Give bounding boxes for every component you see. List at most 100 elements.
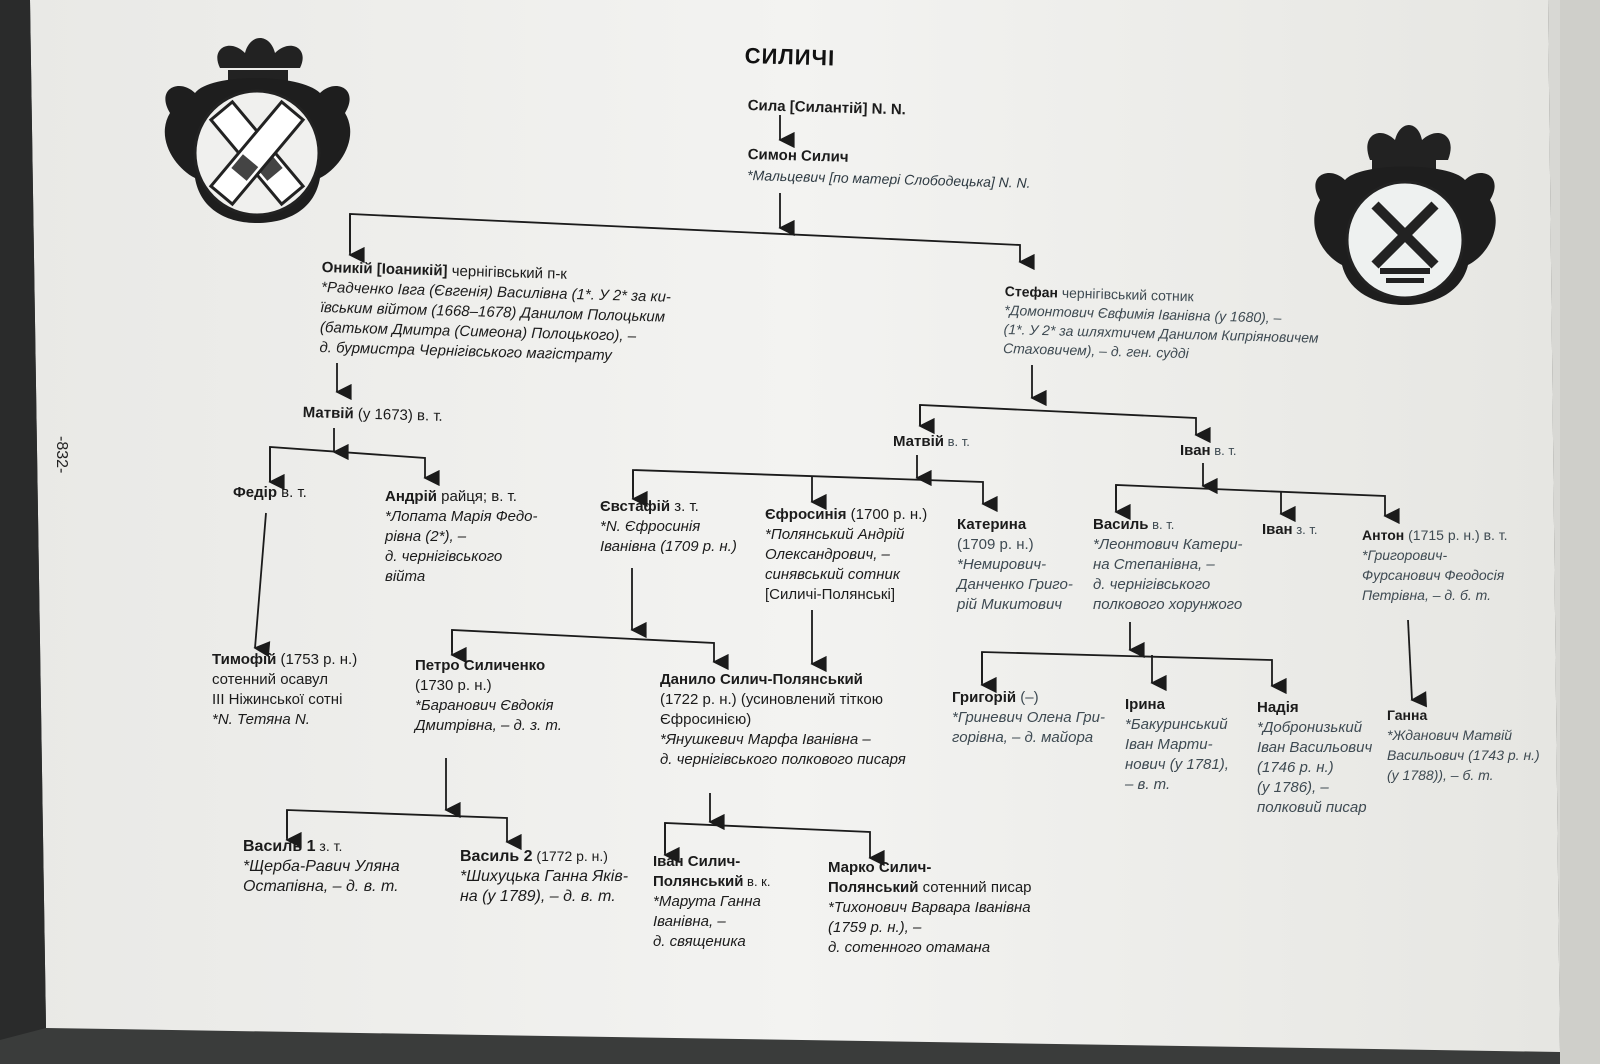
person-name: Ірина <box>1125 696 1165 713</box>
person-spouse-line: (1759 р. н.), – <box>828 919 922 936</box>
person-spouse-line: Петрівна, – д. б. т. <box>1362 587 1491 603</box>
person-hryhorii: Григорій (–) *Гриневич Олена Гри- горівн… <box>952 688 1105 748</box>
person-name: Іван Силич- <box>653 853 741 870</box>
person-title: (–) <box>1016 689 1039 706</box>
person-name: Василь 2 <box>460 848 533 865</box>
person-name: Сила [Силантій] N. N. <box>747 96 907 119</box>
person-ivan-2: Іван з. т. <box>1262 520 1318 540</box>
person-spouse-line: – в. т. <box>1125 776 1171 793</box>
person-name: Тимофій <box>212 651 277 668</box>
person-spouse-line: *Полянський Андрій <box>765 526 905 543</box>
person-spouse-line: *Жданович Матвій <box>1387 727 1513 743</box>
person-name: Полянський <box>653 873 744 890</box>
person-title: чернігівський п-к <box>447 262 568 283</box>
person-spouse-line: синявський сотник <box>765 566 900 583</box>
person-name: Матвій <box>302 403 354 423</box>
person-name: Данило Силич-Полянський <box>660 671 863 688</box>
person-name: Федір <box>233 484 277 501</box>
person-spouse-line: Іван Васильович <box>1257 739 1373 756</box>
person-title: (1715 р. н.) в. т. <box>1404 527 1508 543</box>
person-spouse-line: рій Микитович <box>957 596 1063 613</box>
person-kateryna: Катерина (1709 р. н.) *Немирович- Данчен… <box>957 515 1073 615</box>
person-tymofii: Тимофій (1753 р. н.) сотенний осавул ІІІ… <box>212 650 357 730</box>
person-note: (1722 р. н.) (усиновлений тіткою <box>660 691 883 708</box>
person-title: (у 1673) в. т. <box>353 405 443 425</box>
connector-ivan-children <box>1115 484 1400 525</box>
person-title: в. т. <box>1210 443 1237 458</box>
person-spouse-line: Фурсанович Феодосія <box>1362 567 1505 583</box>
person-name: Єфросинія <box>765 506 847 523</box>
person-title: сотенний писар <box>918 879 1032 896</box>
person-spouse-line: д. чернігівського полкового писаря <box>660 751 906 768</box>
person-name: Василь <box>1093 516 1149 533</box>
person-matvii-2: Матвій в. т. <box>893 432 970 452</box>
person-petro: Петро Силиченко (1730 р. н.) *Баранович … <box>415 656 562 736</box>
connector-stefan-children <box>919 404 1211 444</box>
person-onykii: Оникій [Іоаникій] чернігівський п-к *Рад… <box>319 258 672 368</box>
person-title: в. к. <box>743 874 771 889</box>
person-spouse-line: полковий писар <box>1257 799 1367 816</box>
person-title: в. т. <box>943 434 970 449</box>
connector-symon-children <box>349 213 1035 271</box>
person-title: чернігівський сотник <box>1057 284 1194 305</box>
person-spouse-line: *Григорович- <box>1362 547 1448 563</box>
person-spouse-line: *Баранович Євдокія <box>415 697 554 714</box>
person-vasyl-st: Василь в. т. *Леонтович Катери- на Степа… <box>1093 515 1243 615</box>
person-spouse-line: горівна, – д. майора <box>952 729 1094 746</box>
person-title: в. т. <box>1148 517 1175 532</box>
person-yefrosyniia: Єфросинія (1700 р. н.) *Полянський Андрі… <box>765 505 927 605</box>
person-spouse-line: *Тихонович Варвара Іванівна <box>828 899 1031 916</box>
person-name: Катерина <box>957 516 1027 533</box>
person-spouse-line: (1746 р. н.) <box>1257 759 1334 776</box>
person-spouse-line: Олександрович, – <box>765 546 890 563</box>
person-name: Стефан <box>1004 282 1059 301</box>
person-title: (1772 р. н.) <box>532 848 608 864</box>
person-spouse-line: д. чернігівського <box>385 548 503 565</box>
person-name: Євстафій <box>600 498 671 515</box>
person-hanna: Ганна *Жданович Матвій Васильович (1743 … <box>1387 705 1540 785</box>
person-name: Ганна <box>1387 707 1428 723</box>
person-spouse-line: Васильович (1743 р. н.) <box>1387 747 1540 763</box>
person-note: Єфросинією) <box>660 711 752 728</box>
connector-fedir-tymofii <box>253 512 271 658</box>
person-andrii: Андрій райця; в. т. *Лопата Марія Федо- … <box>385 487 537 587</box>
person-name: Оникій [Іоаникій] <box>321 258 448 280</box>
person-title: з. т. <box>670 498 699 515</box>
person-note: [Силичі-Полянські] <box>765 586 895 603</box>
person-note: ІІІ Ніжинської сотні <box>212 691 343 708</box>
connector-vasyl-children <box>981 651 1287 695</box>
person-title: райця; в. т. <box>436 488 517 505</box>
person-iryna: Ірина *Бакуринський Іван Марти- нович (у… <box>1125 695 1229 795</box>
person-spouse-line: *Шихуцька Ганна Яків- <box>460 868 629 885</box>
connector-anton-hanna <box>1407 619 1427 708</box>
person-symon: Симон Силич *Мальцевич [по матері Слобод… <box>747 145 1031 193</box>
person-spouse-line: рівна (2*), – <box>385 528 467 545</box>
person-spouse-line: *Гриневич Олена Гри- <box>952 709 1105 726</box>
person-spouse-line: на (у 1789), – д. в. т. <box>460 888 616 905</box>
person-spouse-line: війта <box>385 568 426 585</box>
left-coat-of-arms-icon <box>164 38 351 223</box>
person-spouse: *N. Тетяна N. <box>212 711 310 728</box>
person-name: Андрій <box>385 488 437 505</box>
person-title: з. т. <box>1292 522 1318 537</box>
person-name: Полянський <box>828 879 919 896</box>
person-title: з. т. <box>315 838 343 854</box>
person-spouse-line: д. священика <box>653 933 746 950</box>
person-name: Марко Силич- <box>828 859 932 876</box>
person-spouse-line: д. чернігівського <box>1093 576 1211 593</box>
person-spouse-line: полкового хорунжого <box>1093 596 1243 613</box>
person-note: сотенний осавул <box>212 671 328 688</box>
person-spouse-line: Іванівна (1709 р. н.) <box>600 538 737 555</box>
person-spouse-line: на Степанівна, – <box>1093 556 1215 573</box>
person-spouse-line: (у 1788)), – б. т. <box>1387 767 1494 783</box>
person-spouse-line: д. сотенного отамана <box>828 939 991 956</box>
person-spouse-line: Данченко Григо- <box>957 576 1073 593</box>
person-note: (1709 р. н.) <box>957 536 1034 553</box>
person-spouse-line: *Добронизький <box>1257 719 1363 736</box>
person-title: (1753 р. н.) <box>276 651 358 668</box>
person-name: Симон Силич <box>747 145 849 166</box>
person-stefan: Стефан чернігівський сотник *Домонтович … <box>1003 282 1320 367</box>
person-yevstafii: Євстафій з. т. *N. Єфросинія Іванівна (1… <box>600 497 737 557</box>
person-name: Антон <box>1362 527 1405 543</box>
person-spouse-line: *Немирович- <box>957 556 1047 573</box>
